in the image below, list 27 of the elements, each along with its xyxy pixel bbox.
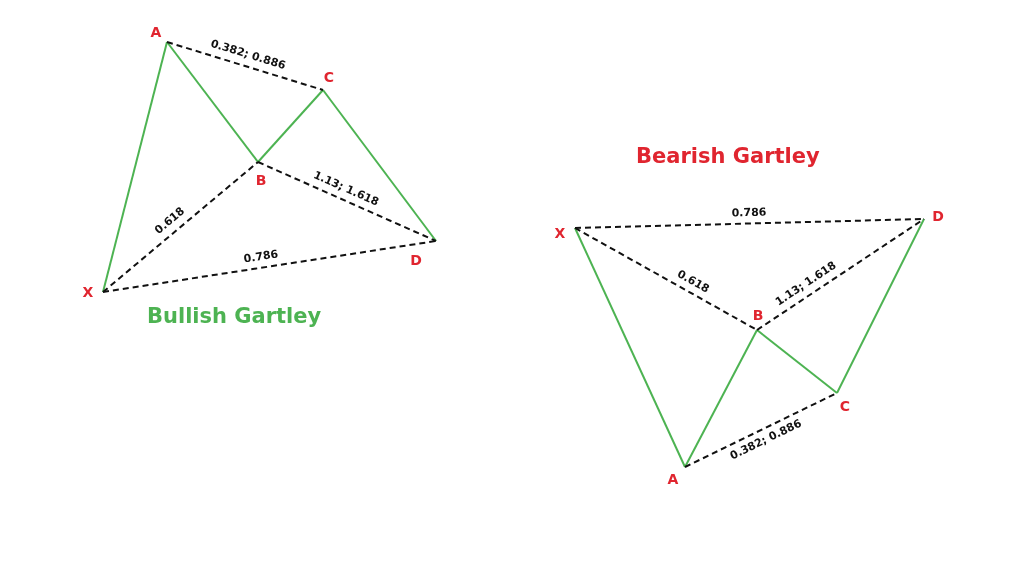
line <box>574 227 686 468</box>
dashed-line <box>257 161 437 242</box>
point-label: D <box>932 209 944 223</box>
point-label: A <box>150 25 162 39</box>
dashed-line <box>166 41 324 91</box>
line <box>684 329 758 468</box>
point-label: D <box>410 253 422 267</box>
point-label: B <box>752 308 764 322</box>
point-label: C <box>839 399 851 413</box>
line <box>102 41 168 293</box>
dashed-line <box>756 218 925 331</box>
point-label: X <box>82 285 94 299</box>
line <box>756 329 838 394</box>
line <box>322 89 437 242</box>
pattern-title: Bearish Gartley <box>636 144 820 168</box>
line <box>836 218 925 394</box>
point-label: X <box>554 226 566 240</box>
point-label: A <box>667 472 679 486</box>
line <box>257 89 324 163</box>
line <box>166 41 259 163</box>
pattern-title: Bullish Gartley <box>147 304 322 328</box>
dashed-line <box>102 161 259 293</box>
edge-label: 0.786 <box>729 205 769 220</box>
dashed-line <box>574 227 758 331</box>
dashed-line <box>102 240 437 293</box>
point-label: C <box>323 70 335 84</box>
point-label: B <box>255 173 267 187</box>
